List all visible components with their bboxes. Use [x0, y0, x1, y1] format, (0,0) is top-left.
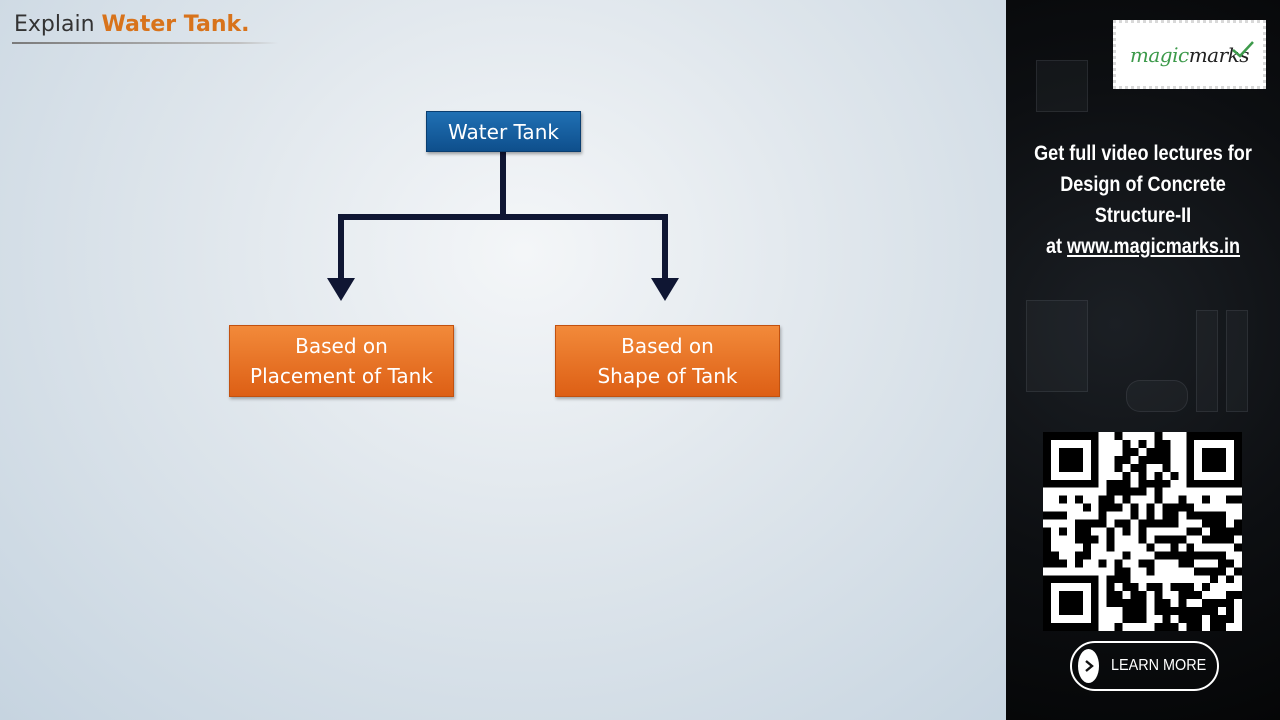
heading-highlight: Water Tank. — [101, 12, 250, 37]
node-placement: Based on Placement of Tank — [229, 325, 454, 397]
left-arrowhead — [327, 278, 355, 301]
heading-prefix: Explain — [14, 12, 102, 37]
magicmarks-logo[interactable]: magicmarks — [1113, 20, 1266, 89]
qr-code[interactable] — [1043, 432, 1242, 631]
promo-text: Get full video lectures for Design of Co… — [1034, 138, 1252, 262]
right-arrowhead — [651, 278, 679, 301]
learn-more-label: LEARN MORE — [1111, 657, 1207, 674]
promo-prefix: at — [1045, 235, 1068, 258]
node-water-tank: Water Tank — [426, 111, 581, 152]
node-shape-line2: Shape of Tank — [597, 364, 738, 388]
node-placement-line2: Placement of Tank — [250, 364, 433, 388]
slide-heading: Explain Water Tank. — [14, 12, 249, 37]
chevron-right-icon — [1078, 649, 1100, 683]
node-shape-line1: Based on — [621, 334, 714, 358]
bg-decor — [1126, 380, 1188, 412]
learn-more-button[interactable]: LEARN MORE — [1070, 641, 1219, 691]
bg-decor — [1226, 310, 1248, 412]
heading-underline — [12, 42, 278, 44]
promo-line2: Design of Concrete — [1060, 173, 1226, 196]
bg-decor — [1196, 310, 1218, 412]
node-shape: Based on Shape of Tank — [555, 325, 780, 397]
checkmark-icon — [1232, 41, 1254, 58]
logo-part1: magic — [1129, 42, 1189, 67]
website-link[interactable]: www.magicmarks.in — [1067, 235, 1241, 258]
promo-line4: at www.magicmarks.in — [1034, 231, 1252, 262]
node-placement-line1: Based on — [295, 334, 388, 358]
bg-decor — [1026, 300, 1088, 392]
slide-area: Explain Water Tank. Water Tank Based on … — [0, 0, 1006, 720]
bg-decor — [1036, 60, 1088, 112]
promo-line1: Get full video lectures for — [1034, 142, 1252, 165]
promo-line3: Structure-II — [1094, 204, 1192, 227]
connector-lines — [327, 149, 679, 301]
